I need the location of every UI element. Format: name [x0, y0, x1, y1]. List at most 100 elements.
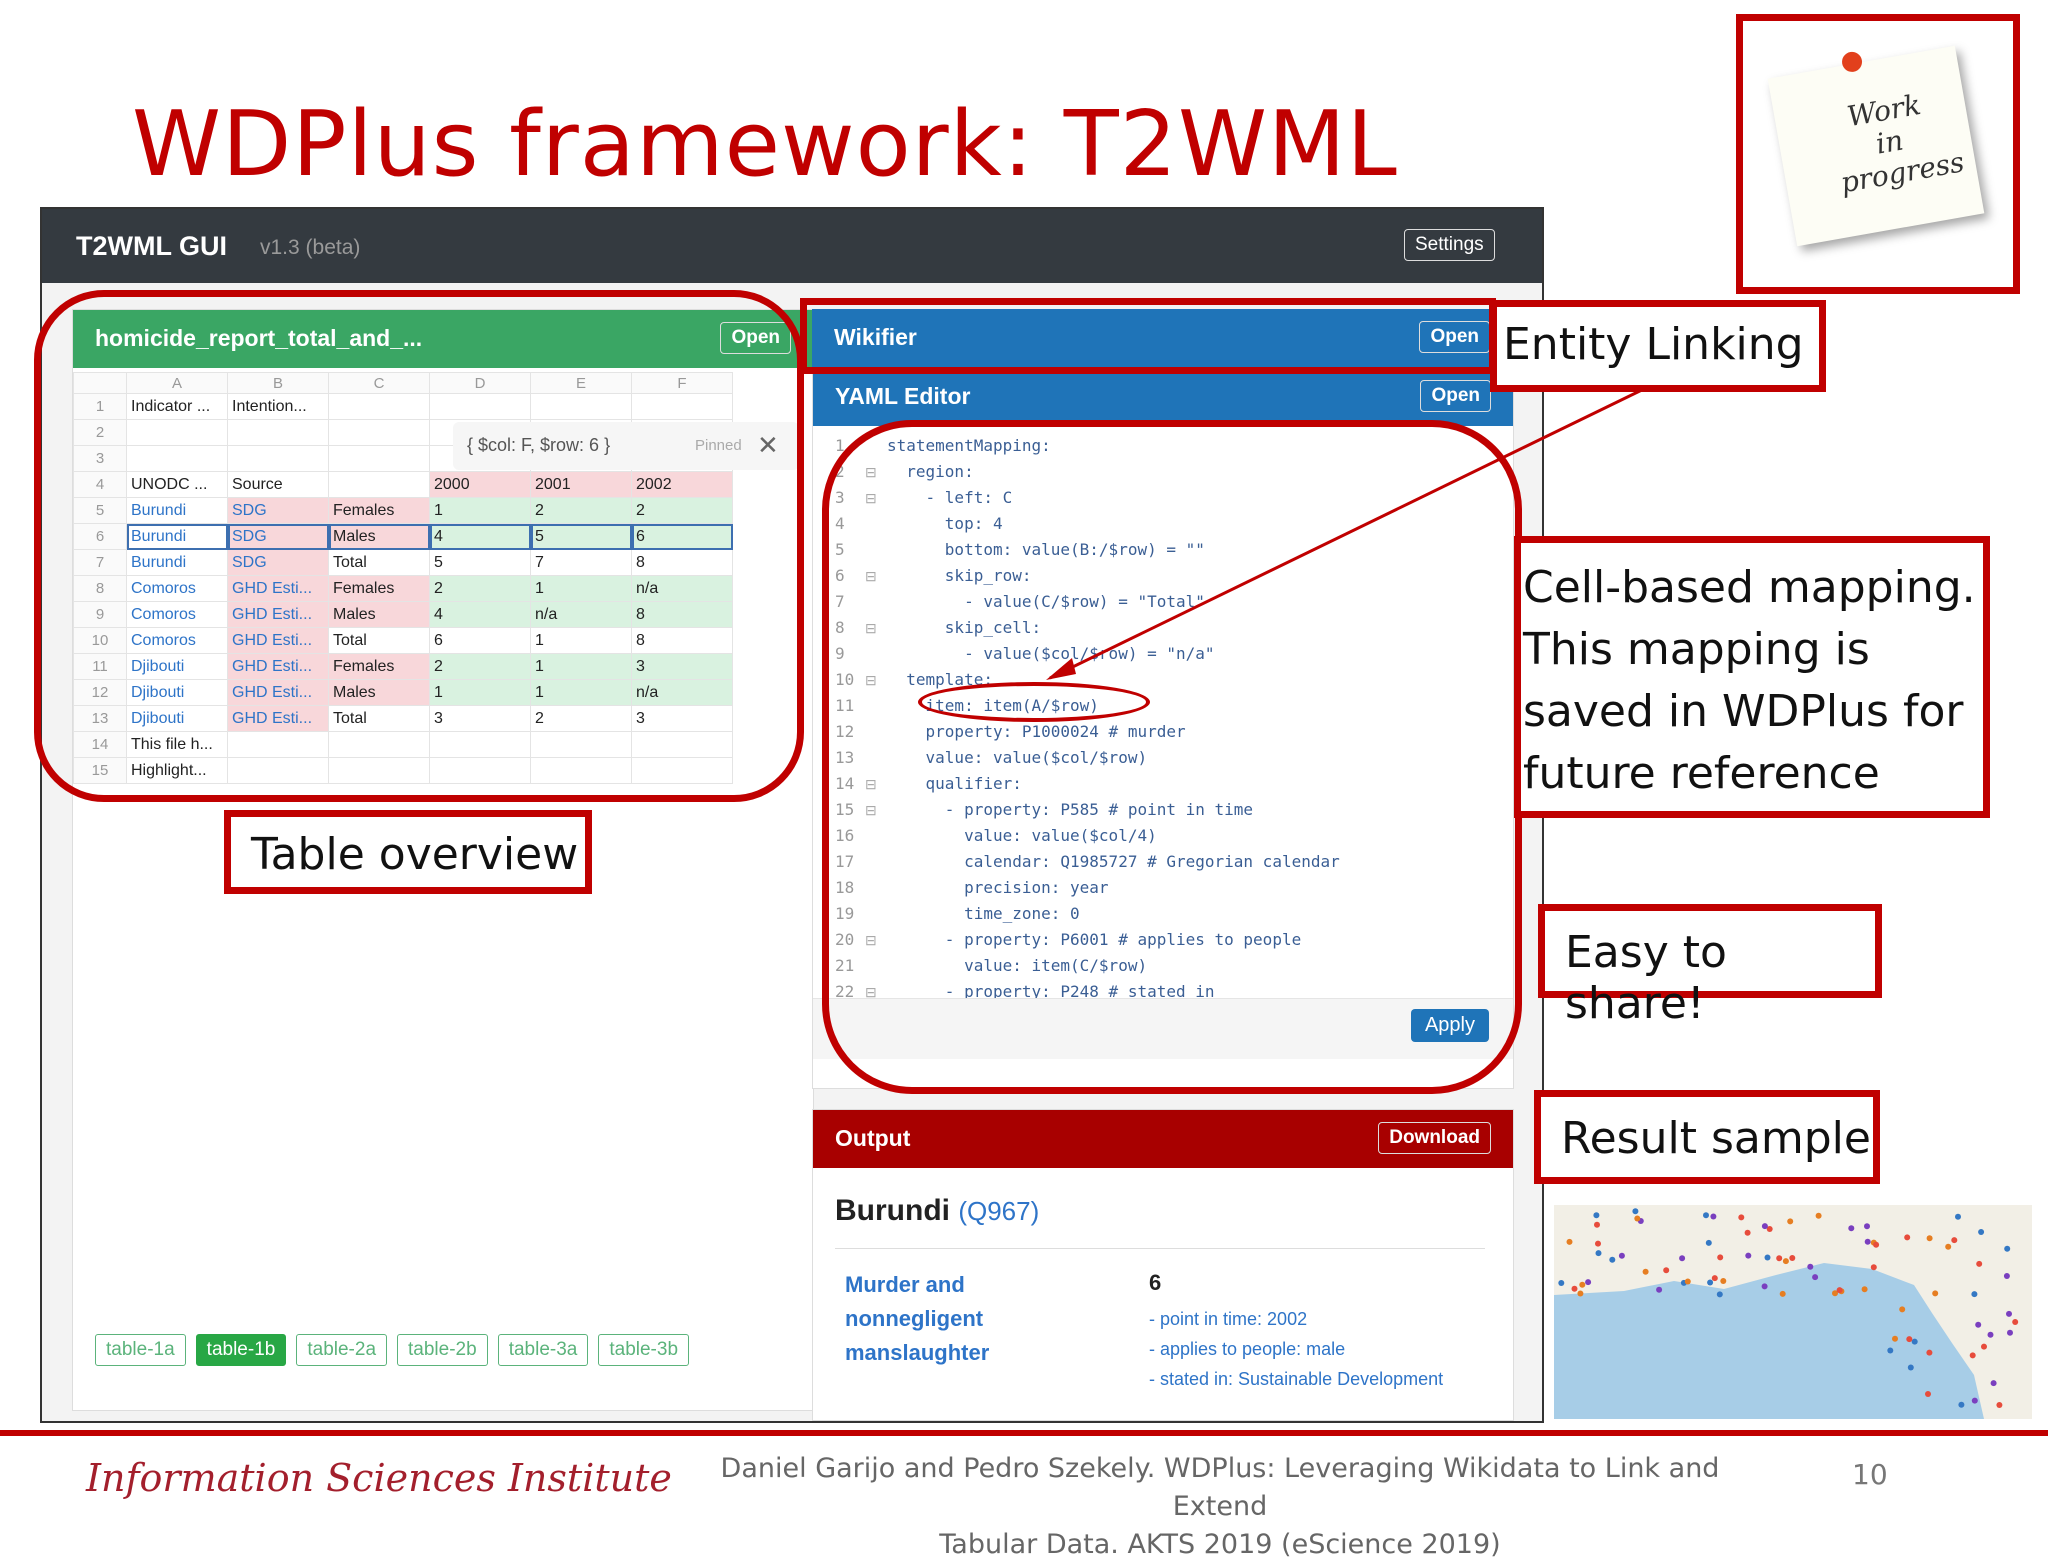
row-number[interactable]: 9 — [73, 601, 127, 628]
yaml-code-line[interactable]: - property: P6001 # applies to people — [887, 930, 1302, 949]
table-cell[interactable]: 6 — [429, 627, 531, 654]
yaml-code-line[interactable]: value: value($col/$row) — [887, 748, 1148, 767]
column-header[interactable]: C — [328, 372, 430, 394]
tab-table-1b[interactable]: table-1b — [195, 1334, 287, 1366]
fold-toggle-icon[interactable]: ⊟ — [865, 932, 877, 948]
table-cell[interactable] — [328, 757, 430, 784]
yaml-open-button[interactable]: Open — [1420, 380, 1491, 412]
column-header[interactable]: F — [631, 372, 733, 394]
table-cell[interactable]: 8 — [631, 601, 733, 628]
table-cell[interactable]: 2001 — [530, 471, 632, 498]
row-number[interactable]: 2 — [73, 419, 127, 446]
yaml-code-line[interactable]: - value(C/$row) = "Total" — [887, 592, 1205, 611]
table-cell[interactable]: Burundi — [126, 497, 228, 524]
row-number[interactable]: 8 — [73, 575, 127, 602]
table-cell[interactable]: 2002 — [631, 471, 733, 498]
table-cell[interactable] — [631, 393, 733, 420]
download-button[interactable]: Download — [1378, 1122, 1491, 1154]
table-cell[interactable]: 5 — [530, 523, 632, 550]
table-cell[interactable]: SDG — [227, 523, 329, 550]
table-cell[interactable]: Total — [328, 627, 430, 654]
table-cell[interactable]: n/a — [631, 575, 733, 602]
yaml-code-line[interactable]: - value($col/$row) = "n/a" — [887, 644, 1215, 663]
yaml-code-line[interactable]: - property: P585 # point in time — [887, 800, 1254, 819]
table-cell[interactable]: Intention... — [227, 393, 329, 420]
yaml-code-line[interactable]: time_zone: 0 — [887, 904, 1080, 923]
table-cell[interactable]: n/a — [530, 601, 632, 628]
column-header[interactable]: E — [530, 372, 632, 394]
yaml-code-line[interactable]: calendar: Q1985727 # Gregorian calendar — [887, 852, 1340, 871]
column-header[interactable]: B — [227, 372, 329, 394]
entity-qid-link[interactable]: (Q967) — [958, 1196, 1040, 1226]
output-property[interactable]: Murder and nonnegligent manslaughter — [845, 1272, 990, 1365]
table-cell[interactable]: 6 — [631, 523, 733, 550]
column-header[interactable]: A — [126, 372, 228, 394]
row-number[interactable]: 5 — [73, 497, 127, 524]
table-cell[interactable]: 1 — [429, 679, 531, 706]
table-cell[interactable]: Djibouti — [126, 653, 228, 680]
yaml-code-line[interactable]: - left: C — [887, 488, 1013, 507]
yaml-code-line[interactable]: top: 4 — [887, 514, 1003, 533]
yaml-code-line[interactable]: skip_cell: — [887, 618, 1042, 637]
table-cell[interactable]: GHD Esti... — [227, 679, 329, 706]
table-cell[interactable] — [227, 731, 329, 758]
table-cell[interactable]: Females — [328, 575, 430, 602]
tab-table-3a[interactable]: table-3a — [497, 1334, 589, 1366]
table-cell[interactable] — [530, 757, 632, 784]
table-cell[interactable]: 1 — [429, 497, 531, 524]
row-number[interactable]: 13 — [73, 705, 127, 732]
row-number[interactable]: 12 — [73, 679, 127, 706]
tab-table-3b[interactable]: table-3b — [598, 1334, 690, 1366]
tab-table-2a[interactable]: table-2a — [296, 1334, 388, 1366]
table-cell[interactable]: n/a — [631, 679, 733, 706]
table-cell[interactable]: GHD Esti... — [227, 601, 329, 628]
table-cell[interactable]: GHD Esti... — [227, 653, 329, 680]
table-cell[interactable]: 5 — [429, 549, 531, 576]
table-cell[interactable]: Burundi — [126, 523, 228, 550]
yaml-code-line[interactable]: value: value($col/4) — [887, 826, 1157, 845]
yaml-code-line[interactable]: qualifier: — [887, 774, 1022, 793]
table-cell[interactable]: SDG — [227, 549, 329, 576]
fold-toggle-icon[interactable]: ⊟ — [865, 620, 877, 636]
table-cell[interactable]: UNODC ... — [126, 471, 228, 498]
tab-table-2b[interactable]: table-2b — [397, 1334, 488, 1366]
table-cell[interactable]: Source — [227, 471, 329, 498]
fold-toggle-icon[interactable]: ⊟ — [865, 672, 877, 688]
table-cell[interactable]: 1 — [530, 575, 632, 602]
yaml-code-line[interactable]: skip_row: — [887, 566, 1032, 585]
column-header[interactable]: D — [429, 372, 531, 394]
yaml-code-line[interactable]: property: P1000024 # murder — [887, 722, 1186, 741]
fold-toggle-icon[interactable]: ⊟ — [865, 568, 877, 584]
row-number[interactable]: 7 — [73, 549, 127, 576]
table-cell[interactable]: 2 — [429, 653, 531, 680]
close-icon[interactable]: ✕ — [757, 430, 779, 460]
table-cell[interactable]: Burundi — [126, 549, 228, 576]
table-cell[interactable]: Males — [328, 523, 430, 550]
table-cell[interactable]: Comoros — [126, 601, 228, 628]
table-cell[interactable] — [126, 419, 228, 446]
table-cell[interactable]: Comoros — [126, 627, 228, 654]
table-cell[interactable]: 7 — [530, 549, 632, 576]
yaml-code-line[interactable]: value: item(C/$row) — [887, 956, 1148, 975]
row-number[interactable]: 1 — [73, 393, 127, 420]
table-cell[interactable]: 2000 — [429, 471, 531, 498]
table-cell[interactable]: SDG — [227, 497, 329, 524]
yaml-code-line[interactable]: region: — [887, 462, 974, 481]
table-cell[interactable] — [631, 757, 733, 784]
table-cell[interactable]: 4 — [429, 601, 531, 628]
settings-button[interactable]: Settings — [1404, 229, 1495, 261]
table-cell[interactable]: Females — [328, 653, 430, 680]
table-cell[interactable]: 2 — [530, 705, 632, 732]
yaml-code-line[interactable]: - property: P248 # stated in — [887, 982, 1215, 1001]
table-cell[interactable]: 3 — [631, 653, 733, 680]
yaml-code-line[interactable]: precision: year — [887, 878, 1109, 897]
table-cell[interactable]: This file h... — [126, 731, 228, 758]
yaml-code-line[interactable]: bottom: value(B:/$row) = "" — [887, 540, 1205, 559]
row-number[interactable]: 3 — [73, 445, 127, 472]
yaml-code-line[interactable]: statementMapping: — [887, 436, 1051, 455]
table-cell[interactable] — [631, 731, 733, 758]
tab-table-1a[interactable]: table-1a — [95, 1334, 186, 1366]
table-cell[interactable] — [429, 731, 531, 758]
fold-toggle-icon[interactable]: ⊟ — [865, 802, 877, 818]
